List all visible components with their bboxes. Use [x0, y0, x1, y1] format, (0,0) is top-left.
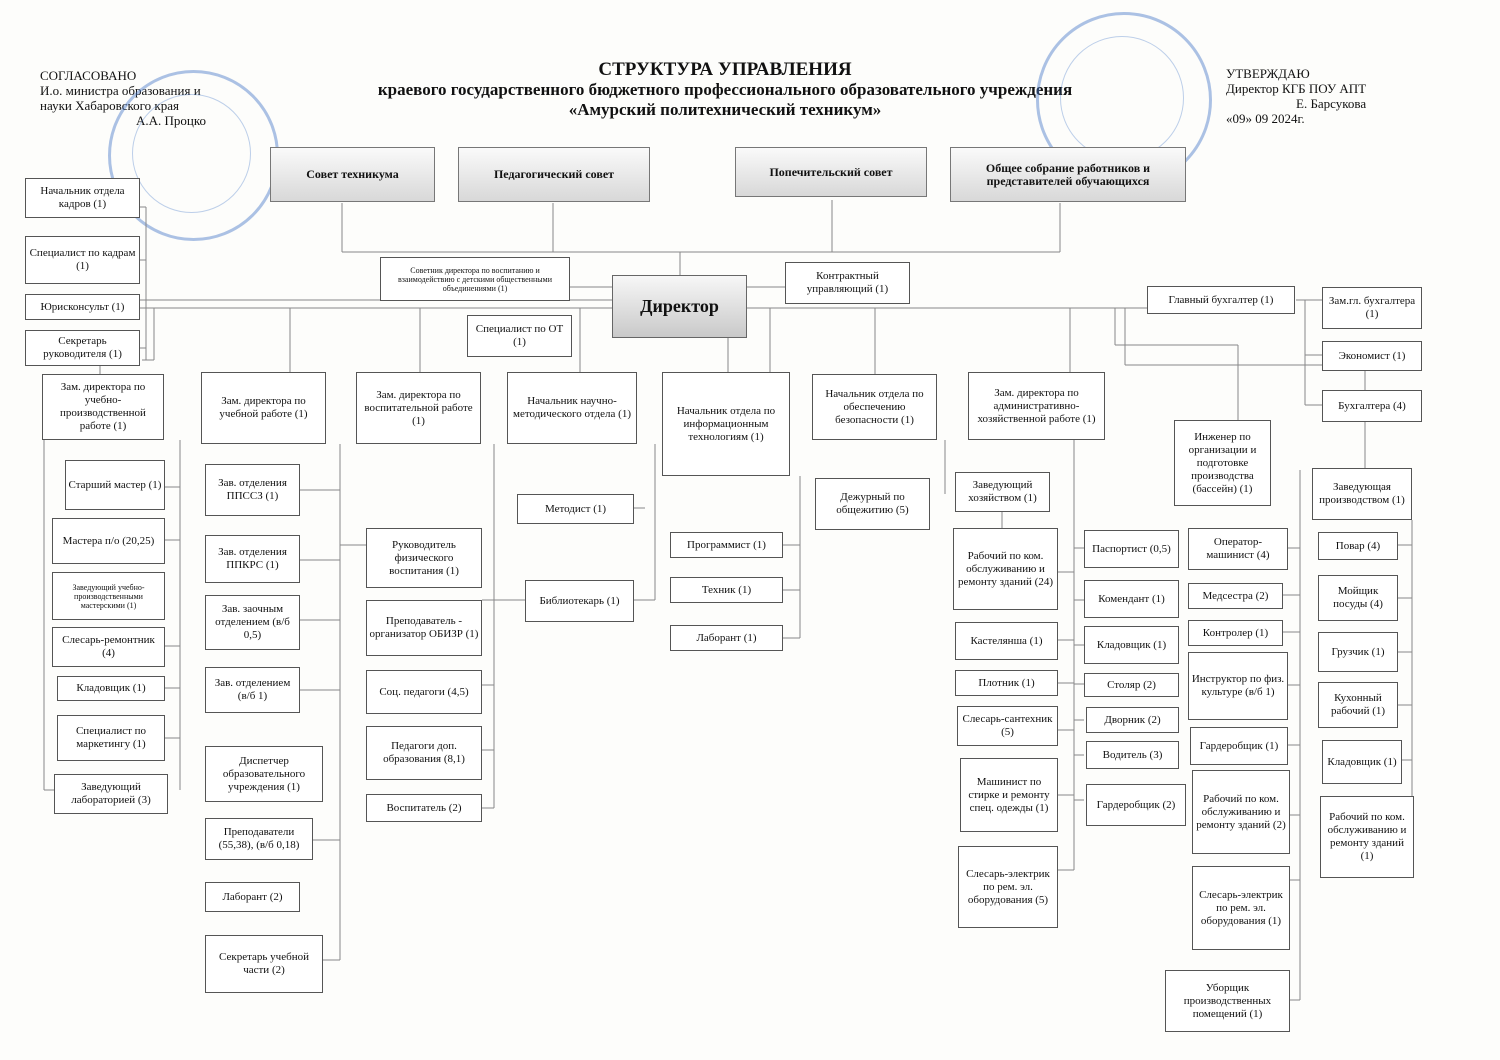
org-box: Кладовщик (1)	[1084, 626, 1179, 664]
org-box: Гардеробщик (1)	[1190, 727, 1288, 765]
org-box: Юрисконсульт (1)	[25, 294, 140, 320]
approved-line-2: Директор КГБ ПОУ АПТ	[1226, 81, 1367, 96]
org-box: Секретарь учебной части (2)	[205, 935, 323, 993]
council-general-meeting: Общее собрание работников и представител…	[950, 147, 1186, 202]
org-box: Соц. педагоги (4,5)	[366, 670, 482, 714]
org-box: Техник (1)	[670, 577, 783, 603]
org-box: Дворник (2)	[1086, 707, 1179, 733]
org-box: Советник директора по воспитанию и взаим…	[380, 257, 570, 301]
org-box: Плотник (1)	[955, 670, 1058, 696]
org-box: Зав. отделения ППКРС (1)	[205, 535, 300, 583]
org-box: Гардеробщик (2)	[1086, 784, 1186, 826]
org-box: Лаборант (1)	[670, 625, 783, 651]
org-box: Заведующий учебно-производственными маст…	[52, 572, 165, 620]
org-box: Зам. директора по административно-хозяйс…	[968, 372, 1105, 440]
org-box: Педагоги доп. образования (8,1)	[366, 726, 482, 780]
org-box: Оператор-машинист (4)	[1188, 528, 1288, 570]
org-box: Зам. директора по учебной работе (1)	[201, 372, 326, 444]
org-box: Рабочий по ком. обслуживанию и ремонту з…	[1320, 796, 1414, 878]
approved-line-3: Е. Барсукова	[1296, 96, 1367, 111]
org-box: Инструктор по физ. культуре (в/б 1)	[1188, 652, 1288, 720]
org-box: Руководитель физического воспитания (1)	[366, 528, 482, 588]
org-box: Машинист по стирке и ремонту спец. одежд…	[960, 758, 1058, 832]
org-box: Зам. директора по учебно-производственно…	[42, 374, 164, 440]
agreed-line-1: СОГЛАСОВАНО	[40, 68, 137, 83]
org-box: Инженер по организации и подготовке прои…	[1174, 420, 1271, 506]
org-box: Начальник отдела по информационным техно…	[662, 372, 790, 476]
org-box: Контролер (1)	[1188, 620, 1283, 646]
org-box: Зав. заочным отделением (в/б 0,5)	[205, 595, 300, 650]
org-box: Преподаватели (55,38), (в/б 0,18)	[205, 818, 313, 860]
org-box: Слесарь-электрик по рем. эл. оборудовани…	[1192, 866, 1290, 950]
org-box: Кладовщик (1)	[57, 676, 165, 701]
org-box: Дежурный по общежитию (5)	[815, 478, 930, 530]
org-box: Грузчик (1)	[1318, 632, 1398, 672]
org-box: Диспетчер образовательного учреждения (1…	[205, 746, 323, 802]
org-box: Библиотекарь (1)	[525, 580, 634, 622]
org-box: Медсестра (2)	[1188, 583, 1283, 609]
org-box: Столяр (2)	[1084, 673, 1179, 697]
org-box: Рабочий по ком. обслуживанию и ремонту з…	[1192, 770, 1290, 854]
org-box: Методист (1)	[517, 494, 634, 524]
org-box: Кухонный рабочий (1)	[1318, 682, 1398, 728]
director-box: Директор	[612, 275, 747, 338]
org-box: Водитель (3)	[1086, 741, 1179, 769]
org-box: Экономист (1)	[1322, 341, 1422, 371]
org-box: Кастелянша (1)	[955, 622, 1058, 660]
approved-block: УТВЕРЖДАЮ Директор КГБ ПОУ АПТ Е. Барсук…	[1226, 66, 1366, 126]
org-box: Кладовщик (1)	[1322, 740, 1402, 784]
title-subtitle: краевого государственного бюджетного про…	[377, 80, 1073, 99]
org-box: Зам.гл. бухгалтера (1)	[1322, 287, 1422, 329]
org-box: Зам. директора по воспитательной работе …	[356, 372, 481, 444]
org-box: Уборщик производственных помещений (1)	[1165, 970, 1290, 1032]
title-org: «Амурский политехнический техникум»	[568, 100, 882, 119]
org-box: Специалист по кадрам (1)	[25, 236, 140, 284]
org-box: Мастера п/о (20,25)	[52, 518, 165, 564]
title-main: СТРУКТУРА УПРАВЛЕНИЯ	[598, 59, 852, 80]
approved-line-4: «09» 09 2024г.	[1226, 111, 1305, 126]
org-box: Паспортист (0,5)	[1084, 530, 1179, 568]
org-box: Мойщик посуды (4)	[1318, 575, 1398, 621]
org-box: Зав. отделения ППССЗ (1)	[205, 464, 300, 516]
org-box: Заведующая производством (1)	[1312, 468, 1412, 520]
org-box: Комендант (1)	[1084, 580, 1179, 618]
org-box: Заведующий лабораторией (3)	[54, 774, 168, 814]
org-box: Бухгалтера (4)	[1322, 390, 1422, 422]
org-box: Главный бухгалтер (1)	[1147, 286, 1295, 314]
org-box: Секретарь руководителя (1)	[25, 330, 140, 366]
council-technikum: Совет техникума	[270, 147, 435, 202]
org-box: Воспитатель (2)	[366, 794, 482, 822]
org-box: Контрактный управляющий (1)	[785, 262, 910, 304]
org-box: Заведующий хозяйством (1)	[955, 472, 1050, 512]
org-box: Слесарь-ремонтник (4)	[52, 627, 165, 667]
page-title: СТРУКТУРА УПРАВЛЕНИЯ краевого государств…	[300, 60, 1150, 120]
org-box: Преподаватель - организатор ОБИЗР (1)	[366, 600, 482, 656]
council-trustees: Попечительский совет	[735, 147, 927, 197]
org-box: Лаборант (2)	[205, 882, 300, 912]
org-box: Повар (4)	[1318, 532, 1398, 560]
org-box: Слесарь-электрик по рем. эл. оборудовани…	[958, 846, 1058, 928]
org-box: Специалист по маркетингу (1)	[57, 715, 165, 761]
org-box: Начальник отдела кадров (1)	[25, 178, 140, 218]
org-box: Специалист по ОТ (1)	[467, 315, 572, 357]
org-box: Зав. отделением (в/б 1)	[205, 667, 300, 713]
org-box: Рабочий по ком. обслуживанию и ремонту з…	[953, 528, 1058, 610]
council-pedagogical: Педагогический совет	[458, 147, 650, 202]
seal-left-inner	[132, 94, 251, 213]
org-box: Программист (1)	[670, 532, 783, 558]
org-box: Начальник отдела по обеспечению безопасн…	[812, 374, 937, 440]
org-box: Старший мастер (1)	[65, 460, 165, 510]
org-box: Слесарь-сантехник (5)	[957, 706, 1058, 746]
org-box: Начальник научно-методического отдела (1…	[507, 372, 637, 444]
approved-line-1: УТВЕРЖДАЮ	[1226, 66, 1310, 81]
